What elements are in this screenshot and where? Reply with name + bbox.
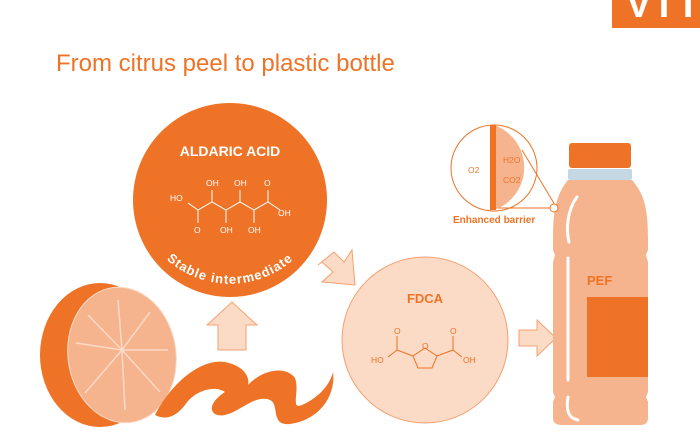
barrier-inset: O2 H2O CO2 Enhanced barrier: [450, 124, 559, 226]
page-title: From citrus peel to plastic bottle: [56, 50, 395, 77]
logo-text: VTT: [626, 0, 700, 26]
chem-label: OH: [278, 208, 291, 218]
aldaric-title: ALDARIC ACID: [180, 143, 281, 159]
arrow-up: [205, 301, 259, 351]
chem-label: O: [194, 225, 201, 235]
peel-icon: [155, 361, 334, 425]
barrier-label: Enhanced barrier: [453, 215, 535, 226]
chem-label: O: [264, 178, 271, 188]
chem-label: O: [394, 326, 401, 336]
fdca-circle: FDCA O O O HO OH: [341, 256, 509, 424]
chem-label: O: [422, 341, 429, 351]
orange-half-icon: [40, 283, 177, 427]
aldaric-acid-circle: ALDARIC ACID HO OH OH O OH O OH OH Stabl…: [133, 103, 327, 297]
fdca-title: FDCA: [407, 291, 444, 306]
pef-bottle: PEF: [553, 143, 648, 425]
arrow-diagonal: [317, 248, 356, 286]
co2-label: CO2: [503, 175, 521, 185]
chem-label: HO: [170, 193, 183, 203]
chem-label: OH: [220, 225, 233, 235]
arrow-right: [518, 318, 557, 358]
h2o-label: H2O: [503, 155, 521, 165]
chem-label: OH: [206, 178, 219, 188]
chem-label: HO: [371, 355, 384, 365]
chem-label: OH: [234, 178, 247, 188]
logo: VTT: [612, 0, 700, 28]
bottle-label: PEF: [587, 273, 612, 288]
chem-label: O: [450, 326, 457, 336]
chem-label: OH: [248, 225, 261, 235]
o2-label: O2: [468, 165, 480, 175]
chem-label: OH: [463, 355, 476, 365]
